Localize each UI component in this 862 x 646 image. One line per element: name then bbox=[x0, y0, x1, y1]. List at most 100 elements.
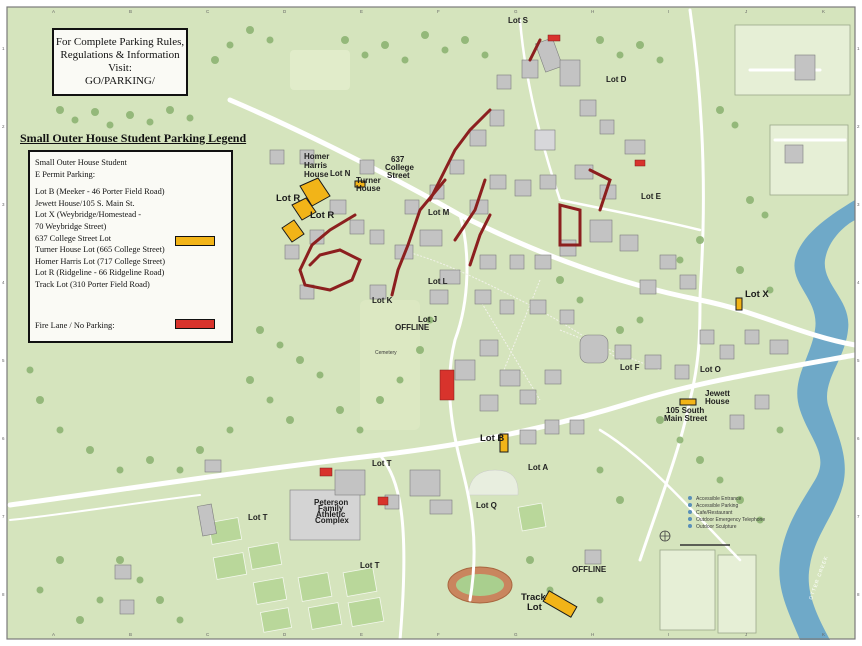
athletic-label-2: Family bbox=[318, 504, 344, 513]
legend-title: Small Outer House Student Parking Legend bbox=[20, 131, 247, 145]
info-line-1: For Complete Parking Rules, bbox=[55, 36, 185, 48]
grid-column-label: I bbox=[668, 632, 669, 637]
athletic-label-3: Athletic bbox=[316, 510, 346, 519]
legend-item: Lot B (Meeker - 46 Porter Field Road) bbox=[35, 187, 165, 197]
grid-column-label: J bbox=[745, 632, 747, 637]
lot-r-south bbox=[281, 219, 305, 243]
grid-column-label: D bbox=[283, 9, 287, 14]
lot-f-label: Lot F bbox=[620, 363, 640, 372]
grid-column-label: J bbox=[745, 9, 747, 14]
legend-heading: Small Outer House Student E Permit Parki… bbox=[35, 157, 231, 180]
lot-r-label-1: Lot R bbox=[276, 193, 300, 204]
grid-column-label: I bbox=[668, 9, 669, 14]
river bbox=[779, 200, 855, 640]
lot-n-label: Lot N bbox=[330, 169, 351, 178]
grid-row-label: 7 bbox=[857, 514, 860, 519]
lot-x bbox=[735, 297, 743, 311]
grid-column-label: G bbox=[514, 9, 518, 14]
legend-item: Lot X (Weybridge/Homestead - bbox=[35, 210, 142, 220]
compass bbox=[659, 530, 671, 542]
grid-row-label: 5 bbox=[2, 358, 5, 363]
grid-column-label: H bbox=[591, 9, 594, 14]
lot-t-label-2: Lot T bbox=[248, 513, 268, 522]
permit-parking-swatch bbox=[175, 236, 215, 246]
fire-lane-swatch bbox=[175, 319, 215, 329]
lot-r-north bbox=[299, 177, 331, 207]
map-legend-icons bbox=[688, 496, 692, 528]
lot-d-label: Lot D bbox=[606, 75, 627, 84]
legend-item: 637 College Street Lot bbox=[35, 233, 112, 243]
athletic-label-1: Peterson bbox=[314, 498, 348, 507]
main-street-label-1: 105 South bbox=[666, 406, 704, 415]
grid-column-label: K bbox=[822, 632, 825, 637]
grid-column-label: G bbox=[514, 632, 518, 637]
grid-column-label: B bbox=[129, 632, 132, 637]
legend-item: 70 Weybridge Street) bbox=[35, 221, 107, 231]
grid-row-label: 3 bbox=[857, 202, 860, 207]
athletic-label-4: Complex bbox=[315, 516, 349, 525]
legend-heading-line-2: E Permit Parking: bbox=[35, 169, 96, 179]
grid-row-label: 4 bbox=[857, 280, 860, 285]
offline-label-1: OFFLINE bbox=[395, 323, 430, 332]
college-637-label-2: College bbox=[385, 163, 414, 172]
paths bbox=[399, 249, 661, 401]
main-street-label-2: Main Street bbox=[664, 414, 707, 423]
info-line-3: Visit: bbox=[108, 62, 132, 74]
grid-column-label: E bbox=[360, 632, 363, 637]
roads bbox=[7, 8, 858, 642]
legend-item: Homer Harris Lot (717 College Street) bbox=[35, 256, 166, 266]
legend-sculpture-label: Outdoor Sculpture bbox=[696, 524, 737, 530]
legend-emergency-label: Outdoor Emergency Telephone bbox=[696, 517, 765, 523]
grid-row-label: 5 bbox=[857, 358, 860, 363]
college-637-label-3: Street bbox=[387, 171, 410, 180]
athletic-fields bbox=[207, 502, 547, 633]
trees bbox=[26, 26, 784, 624]
lot-k-label: Lot K bbox=[372, 296, 393, 305]
cemetery-label: Cemetery bbox=[375, 350, 397, 356]
grid-row-label: 1 bbox=[2, 46, 5, 51]
legend-heading-line-1: Small Outer House Student bbox=[35, 158, 127, 167]
lot-a-label: Lot A bbox=[528, 463, 548, 472]
fire-lane-blocks bbox=[319, 34, 646, 506]
lot-b-label: Lot B bbox=[480, 433, 504, 444]
lot-t-label-3: Lot T bbox=[360, 561, 380, 570]
fields bbox=[290, 24, 851, 634]
offline-label-2: OFFLINE bbox=[572, 565, 607, 574]
jewett-label-2: House bbox=[705, 397, 730, 406]
lot-q-label: Lot Q bbox=[476, 501, 497, 510]
jewett-label-1: Jewett bbox=[705, 389, 730, 398]
buildings bbox=[114, 37, 816, 615]
homer-harris-label-2: Harris bbox=[304, 161, 328, 170]
turner-label-1: Turner bbox=[356, 176, 381, 185]
grid-column-label: H bbox=[591, 632, 594, 637]
lot-s-label: Lot S bbox=[508, 16, 529, 25]
grid-column-label: F bbox=[437, 632, 440, 637]
lot-j-label: Lot J bbox=[418, 315, 437, 324]
legend-cafe-label: Cafe/Restaurant bbox=[696, 510, 733, 516]
parking-info-box: For Complete Parking Rules, Regulations … bbox=[52, 28, 188, 96]
legend-item: Lot R (Ridgeline - 66 Ridgeline Road) bbox=[35, 268, 165, 278]
grid-column-label: C bbox=[206, 632, 210, 637]
legend-item: Track Lot (310 Porter Field Road) bbox=[35, 279, 150, 289]
grid-column-label: F bbox=[437, 9, 440, 14]
info-url: GO/PARKING/ bbox=[85, 75, 155, 87]
permit-lots bbox=[281, 177, 743, 618]
grid-column-label: D bbox=[283, 632, 287, 637]
grid-row-label: 3 bbox=[2, 202, 5, 207]
lot-e-label: Lot E bbox=[641, 192, 662, 201]
legend-accessible-label: Accessible Entrance bbox=[696, 496, 742, 502]
legend-item: Turner House Lot (665 College Street) bbox=[35, 245, 165, 255]
grid-row-label: 2 bbox=[857, 124, 860, 129]
lot-o-label: Lot O bbox=[700, 365, 721, 374]
parking-legend: Small Outer House Student E Permit Parki… bbox=[28, 150, 233, 343]
grid-row-label: 8 bbox=[857, 592, 860, 597]
lot-x-label: Lot X bbox=[745, 289, 769, 300]
track-label-2: Lot bbox=[527, 602, 543, 613]
turner-label-2: House bbox=[356, 184, 381, 193]
grid-column-label: E bbox=[360, 9, 363, 14]
track-stands bbox=[467, 469, 519, 496]
turner-lot bbox=[354, 180, 366, 188]
